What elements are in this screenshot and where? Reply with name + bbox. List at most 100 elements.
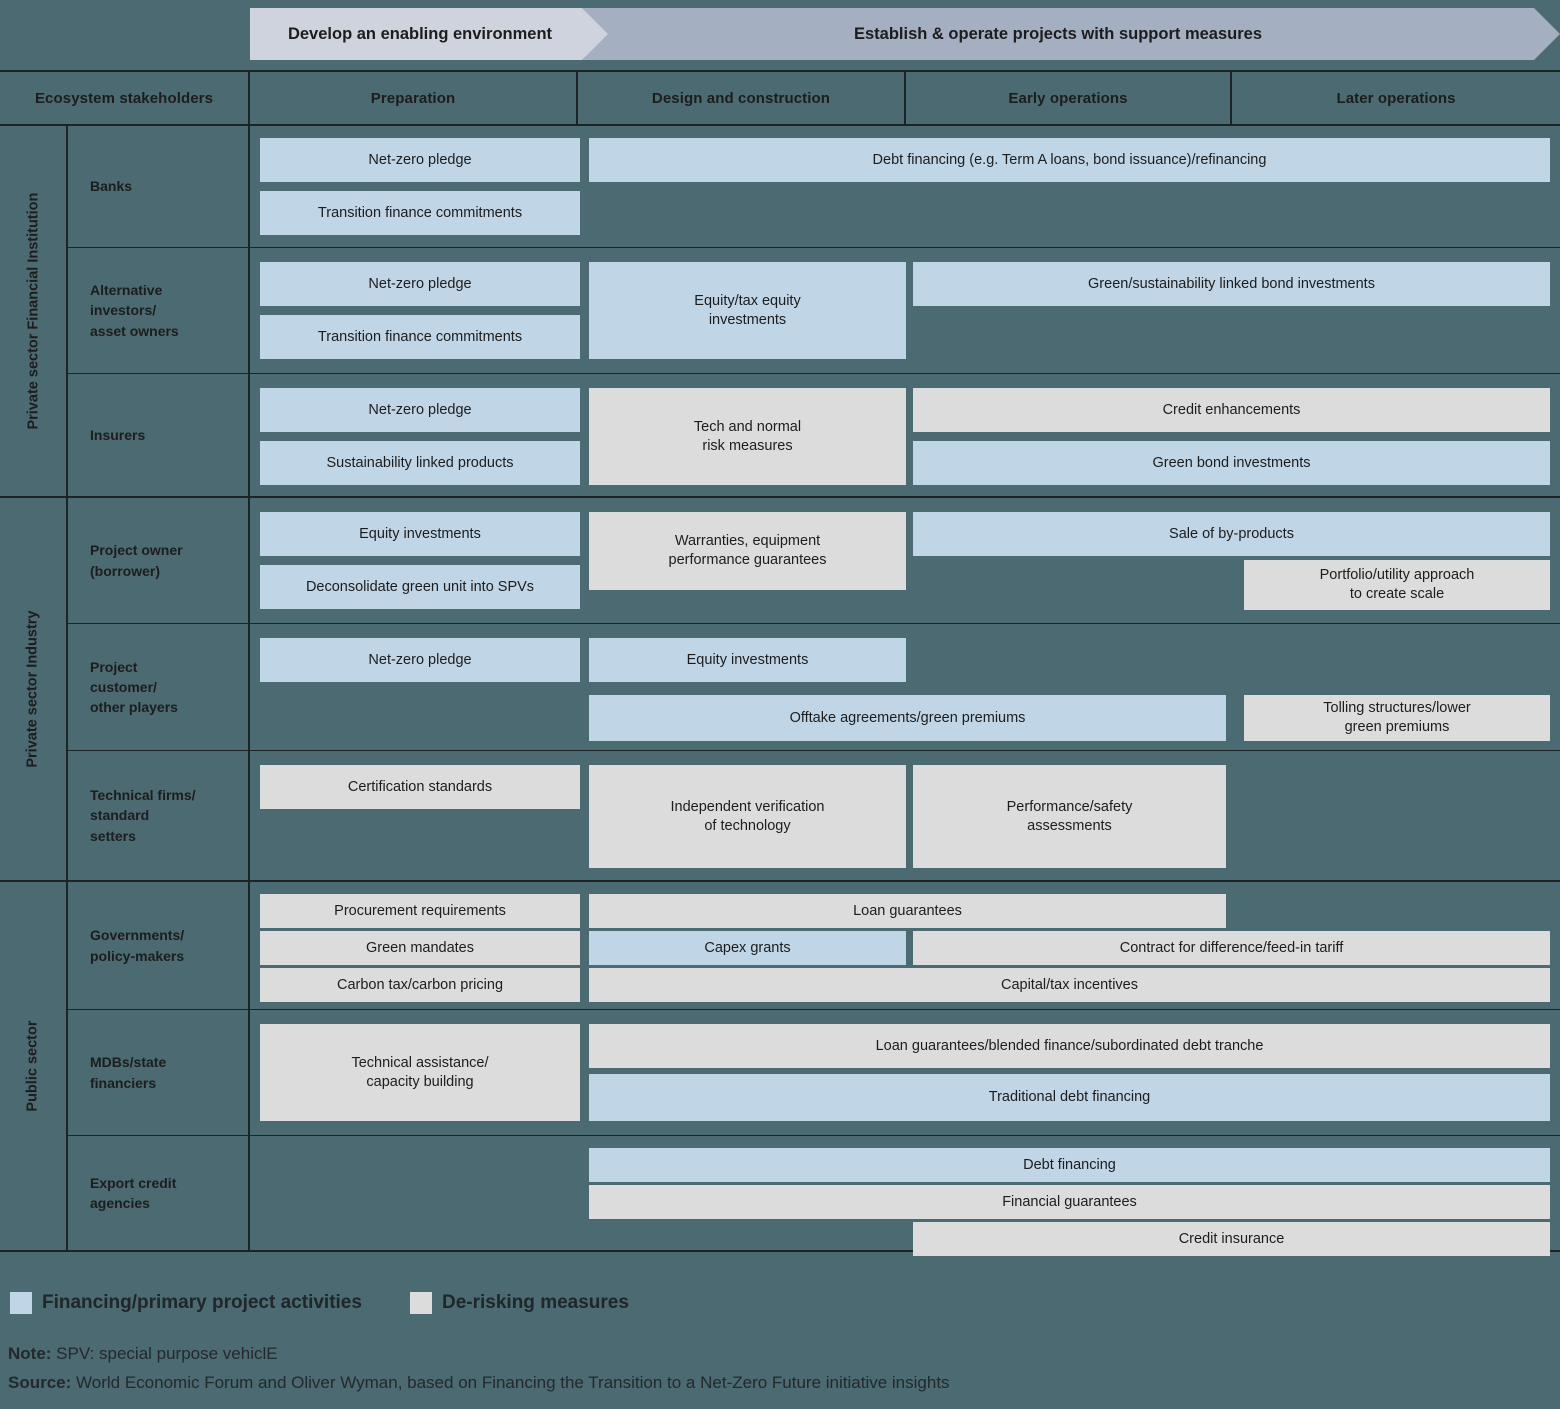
note-lead: Note: xyxy=(8,1344,52,1363)
sector-label-private-sector-financial-institution: Private sector Financial Institution xyxy=(0,126,68,498)
row-label-technical-firms-standard-setters: Technical firms/ standard setters xyxy=(68,751,250,882)
legend-label-financing: Financing/primary project activities xyxy=(42,1292,362,1313)
column-header-design-and-construction: Design and construction xyxy=(578,70,906,126)
cell-mdb-technical-assistance-capacity-building[interactable]: Technical assistance/ capacity building xyxy=(260,1024,580,1121)
matrix-body: Private sector Financial Institution Pri… xyxy=(0,126,1560,1256)
cell-label: Carbon tax/carbon pricing xyxy=(336,976,504,993)
row-alternative-investors: Net-zero pledge Transition finance commi… xyxy=(250,248,1560,374)
row-label-banks: Banks xyxy=(68,126,250,248)
cell-label: Equity investments xyxy=(359,525,481,542)
row-project-owner: Equity investments Deconsolidate green u… xyxy=(250,498,1560,624)
cell-customer-offtake-agreements-green-premiums[interactable]: Offtake agreements/green premiums xyxy=(589,695,1226,741)
cell-technical-independent-verification-of-technology[interactable]: Independent verification of technology xyxy=(589,765,906,868)
cell-label: Independent verification of technology xyxy=(670,798,825,834)
cell-banks-net-zero-pledge[interactable]: Net-zero pledge xyxy=(260,138,580,182)
column-header-label: Later operations xyxy=(1336,89,1456,107)
cell-customer-tolling-structures-lower-green-premiums[interactable]: Tolling structures/lower green premiums xyxy=(1244,695,1550,741)
cell-gov-contract-for-difference-feed-in-tariff[interactable]: Contract for difference/feed-in tariff xyxy=(913,931,1550,965)
row-label-text: Insurers xyxy=(90,426,146,443)
cell-gov-green-mandates[interactable]: Green mandates xyxy=(260,931,580,965)
cell-technical-certification-standards[interactable]: Certification standards xyxy=(260,765,580,809)
source-lead: Source: xyxy=(8,1373,72,1392)
cell-customer-equity-investments[interactable]: Equity investments xyxy=(589,638,906,682)
cell-owner-sale-of-by-products[interactable]: Sale of by-products xyxy=(913,512,1550,556)
cell-label: Procurement requirements xyxy=(334,902,506,919)
row-label-alternative-investors-asset-owners: Alternative investors/ asset owners xyxy=(68,248,250,374)
phase-banner-group: Develop an enabling environment Establis… xyxy=(0,8,1560,60)
cell-label: Offtake agreements/green premiums xyxy=(789,709,1026,726)
cell-alt-transition-finance-commitments[interactable]: Transition finance commitments xyxy=(260,315,580,359)
cell-eca-financial-guarantees[interactable]: Financial guarantees xyxy=(589,1185,1550,1219)
cell-label: Debt financing xyxy=(1023,1156,1116,1173)
legend-item-financing: Financing/primary project activities xyxy=(10,1292,362,1314)
cell-label: Credit enhancements xyxy=(1162,401,1301,418)
cell-insurers-tech-and-normal-risk-measures[interactable]: Tech and normal risk measures xyxy=(589,388,906,485)
cell-owner-warranties-equipment-performance-guarantees[interactable]: Warranties, equipment performance guaran… xyxy=(589,512,906,590)
cell-insurers-credit-enhancements[interactable]: Credit enhancements xyxy=(913,388,1550,432)
cell-eca-credit-insurance[interactable]: Credit insurance xyxy=(913,1222,1550,1256)
cell-gov-carbon-tax-carbon-pricing[interactable]: Carbon tax/carbon pricing xyxy=(260,968,580,1002)
cell-mdb-traditional-debt-financing[interactable]: Traditional debt financing xyxy=(589,1074,1550,1121)
row-label-text: Technical firms/ standard setters xyxy=(90,787,196,844)
row-export-credit-agencies: Debt financing Financial guarantees Cred… xyxy=(250,1136,1560,1256)
row-governments: Procurement requirements Green mandates … xyxy=(250,882,1560,1010)
cell-gov-loan-guarantees[interactable]: Loan guarantees xyxy=(589,894,1226,928)
column-header-label: Design and construction xyxy=(651,89,831,107)
cell-insurers-net-zero-pledge[interactable]: Net-zero pledge xyxy=(260,388,580,432)
cell-alt-net-zero-pledge[interactable]: Net-zero pledge xyxy=(260,262,580,306)
row-label-export-credit-agencies: Export credit agencies xyxy=(68,1136,250,1252)
cell-owner-deconsolidate-green-unit-into-spvs[interactable]: Deconsolidate green unit into SPVs xyxy=(260,565,580,609)
cell-gov-procurement-requirements[interactable]: Procurement requirements xyxy=(260,894,580,928)
cell-insurers-green-bond-investments[interactable]: Green bond investments xyxy=(913,441,1550,485)
cell-label: Capital/tax incentives xyxy=(1000,976,1138,993)
cell-label: Green bond investments xyxy=(1152,454,1311,471)
cell-mdb-loan-guarantees-blended-finance-subordinated-debt-tranche[interactable]: Loan guarantees/blended finance/subordin… xyxy=(589,1024,1550,1068)
sector-label-text: Private sector Industry xyxy=(24,610,41,768)
cell-insurers-sustainability-linked-products[interactable]: Sustainability linked products xyxy=(260,441,580,485)
cell-owner-equity-investments[interactable]: Equity investments xyxy=(260,512,580,556)
cell-alt-equity-tax-equity-investments[interactable]: Equity/tax equity investments xyxy=(589,262,906,359)
cell-owner-portfolio-utility-approach-to-create-scale[interactable]: Portfolio/utility approach to create sca… xyxy=(1244,560,1550,610)
legend-item-derisking: De-risking measures xyxy=(410,1292,629,1314)
banner-establish-operate-projects: Establish & operate projects with suppor… xyxy=(582,8,1560,60)
legend-swatch-financing-icon xyxy=(10,1292,32,1314)
cell-customer-net-zero-pledge[interactable]: Net-zero pledge xyxy=(260,638,580,682)
row-label-text: Export credit agencies xyxy=(90,1174,177,1211)
cell-gov-capital-tax-incentives[interactable]: Capital/tax incentives xyxy=(589,968,1550,1002)
source-text: World Economic Forum and Oliver Wyman, b… xyxy=(71,1373,950,1392)
row-label-text: MDBs/state financiers xyxy=(90,1054,167,1091)
cell-label: Net-zero pledge xyxy=(368,275,472,292)
banner-2-label: Establish & operate projects with suppor… xyxy=(853,24,1263,43)
column-header-label: Ecosystem stakeholders xyxy=(34,89,214,107)
cell-label: Equity/tax equity investments xyxy=(694,292,801,328)
row-label-text: Governments/ policy-makers xyxy=(90,927,185,964)
cell-eca-debt-financing[interactable]: Debt financing xyxy=(589,1148,1550,1182)
note-text: SPV: special purpose vehiclE xyxy=(51,1344,278,1363)
cell-label: Financial guarantees xyxy=(1002,1193,1137,1210)
cell-label: Traditional debt financing xyxy=(988,1089,1151,1106)
source-line: Source: World Economic Forum and Oliver … xyxy=(8,1373,950,1393)
cell-gov-capex-grants[interactable]: Capex grants xyxy=(589,931,906,965)
row-technical-firms: Certification standards Independent veri… xyxy=(250,751,1560,882)
column-header-later-operations: Later operations xyxy=(1232,70,1560,126)
row-label-project-customer-other-players: Project customer/ other players xyxy=(68,624,250,751)
cell-banks-transition-finance-commitments[interactable]: Transition finance commitments xyxy=(260,191,580,235)
row-label-mdbs-state-financiers: MDBs/state financiers xyxy=(68,1010,250,1136)
row-label-governments-policy-makers: Governments/ policy-makers xyxy=(68,882,250,1010)
cell-label: Warranties, equipment performance guaran… xyxy=(668,533,827,568)
cell-label: Sale of by-products xyxy=(1169,525,1294,542)
cell-label: Equity investments xyxy=(686,651,809,668)
cell-alt-green-sustainability-linked-bond-investments[interactable]: Green/sustainability linked bond investm… xyxy=(913,262,1550,306)
legend-label-derisking: De-risking measures xyxy=(442,1292,629,1313)
cell-label: Net-zero pledge xyxy=(368,151,472,168)
row-label-project-owner-borrower: Project owner (borrower) xyxy=(68,498,250,624)
row-label-text: Alternative investors/ asset owners xyxy=(90,282,179,339)
sector-label-text: Public sector xyxy=(24,1020,41,1112)
cell-technical-performance-safety-assessments[interactable]: Performance/safety assessments xyxy=(913,765,1226,868)
cell-label: Credit insurance xyxy=(1178,1230,1285,1247)
cell-banks-debt-financing[interactable]: Debt financing (e.g. Term A loans, bond … xyxy=(589,138,1550,182)
cell-label: Transition finance commitments xyxy=(317,328,523,345)
column-header-row: Ecosystem stakeholders Preparation Desig… xyxy=(0,70,1560,126)
cell-label: Deconsolidate green unit into SPVs xyxy=(305,578,535,595)
